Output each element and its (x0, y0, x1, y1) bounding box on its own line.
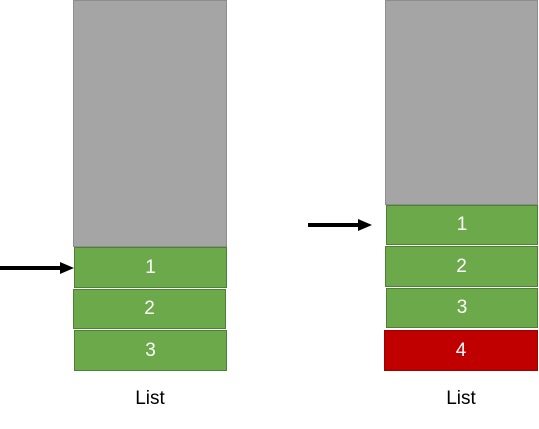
right-list-empty-space (385, 0, 538, 205)
right-list-item-1-label: 1 (456, 214, 468, 235)
right-list-item-4-label: 4 (455, 339, 467, 361)
left-list-caption: List (135, 388, 165, 409)
right-pointer-arrow-icon (308, 219, 372, 231)
left-list-item-3: 3 (74, 330, 227, 371)
right-list-item-2-label: 2 (456, 255, 467, 277)
left-list-item-2-label: 2 (144, 298, 155, 319)
right-list-item-3: 3 (386, 288, 538, 328)
left-list-item-2: 2 (73, 289, 226, 329)
left-list-item-3-label: 3 (145, 339, 156, 361)
left-pointer-arrow-icon (0, 262, 74, 274)
right-list-item-1: 1 (386, 205, 538, 245)
left-list-empty-space (73, 0, 227, 247)
right-list-item-2: 2 (385, 246, 538, 287)
left-list-item-1: 1 (74, 247, 227, 288)
right-list-caption: List (446, 388, 476, 409)
left-list-item-1-label: 1 (145, 256, 156, 278)
right-list-item-4-new: 4 (384, 330, 538, 371)
right-list-item-3-label: 3 (456, 297, 468, 318)
